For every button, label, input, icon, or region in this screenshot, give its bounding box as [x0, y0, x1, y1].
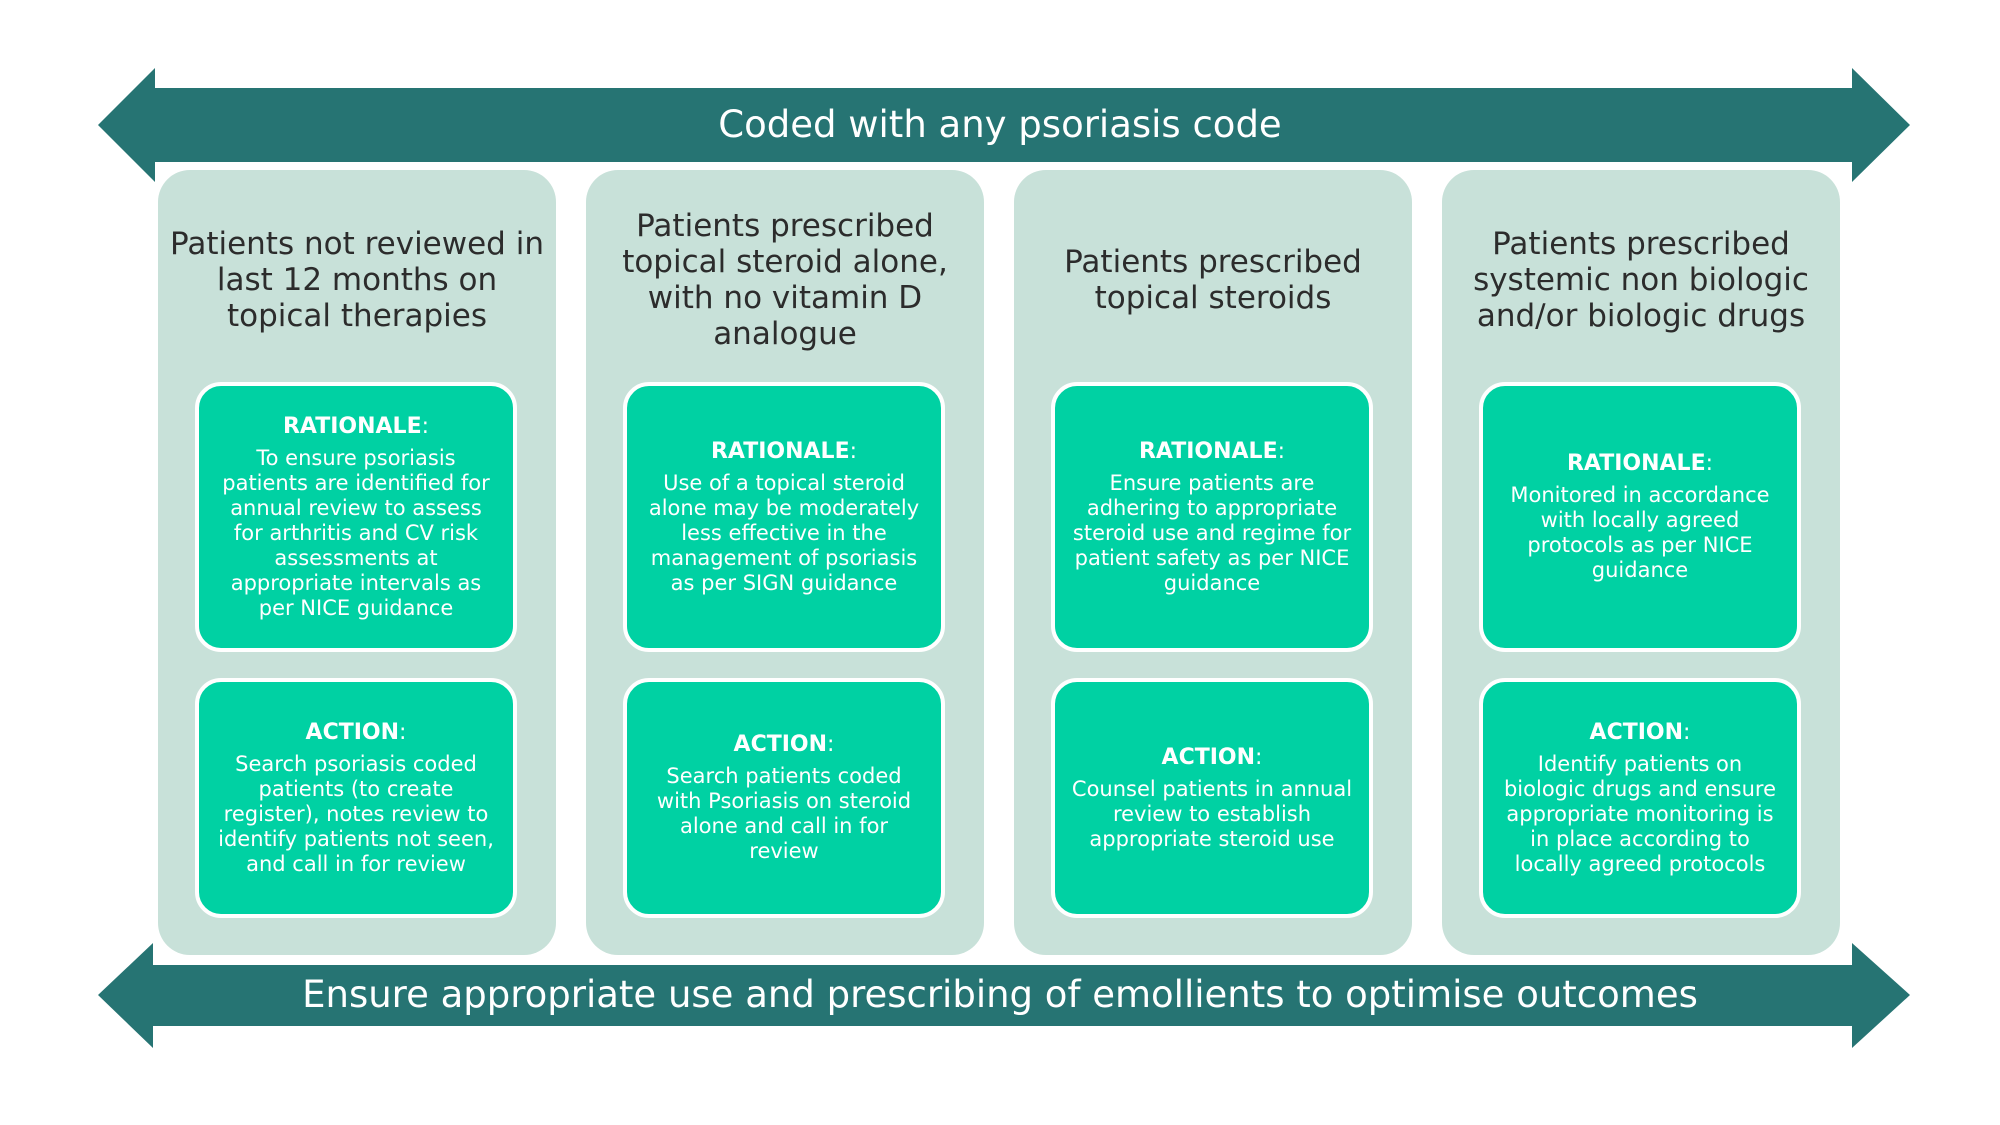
rationale-text: To ensure psoriasis patients are identif…	[222, 445, 490, 620]
top-arrow-polygon	[98, 68, 1910, 182]
rationale-card: RATIONALE: To ensure psoriasis patients …	[195, 382, 517, 652]
top-arrow-label: Coded with any psoriasis code	[718, 103, 1282, 146]
rationale-heading: RATIONALE	[710, 438, 850, 464]
rationale-heading: RATIONALE	[282, 413, 422, 439]
action-text: Identify patients on biologic drugs and …	[1503, 751, 1777, 876]
double-arrow-shape	[98, 68, 1910, 182]
action-text: Search psoriasis coded patients (to crea…	[218, 751, 494, 876]
rationale-text: Use of a topical steroid alone may be mo…	[648, 470, 920, 595]
action-card: ACTION: Identify patients on biologic dr…	[1479, 678, 1801, 918]
rationale-card: RATIONALE: Ensure patients are adhering …	[1051, 382, 1373, 652]
bottom-double-arrow: Ensure appropriate use and prescribing o…	[0, 935, 2000, 1065]
double-arrow-shape	[98, 943, 1910, 1048]
column-title: Patients not reviewed in last 12 months …	[170, 226, 544, 334]
rationale-heading: RATIONALE	[1138, 438, 1278, 464]
bottom-arrow-label: Ensure appropriate use and prescribing o…	[302, 973, 1698, 1016]
rationale-text: Ensure patients are adhering to appropri…	[1072, 470, 1352, 595]
action-text: Search patients coded with Psoriasis on …	[656, 764, 912, 863]
column-title: Patients prescribed topical steroids	[1064, 244, 1362, 316]
top-double-arrow: Coded with any psoriasis code	[0, 60, 2000, 190]
rationale-card: RATIONALE: Use of a topical steroid alon…	[623, 382, 945, 652]
rationale-text: Monitored in accordance with locally agr…	[1510, 483, 1770, 582]
bottom-arrow-polygon	[98, 943, 1910, 1048]
action-heading: ACTION	[1161, 744, 1256, 770]
action-heading: ACTION	[305, 719, 400, 745]
action-card: ACTION: Search psoriasis coded patients …	[195, 678, 517, 918]
action-text: Counsel patients in annual review to est…	[1071, 776, 1353, 851]
column-title: Patients prescribed systemic non biologi…	[1473, 226, 1809, 334]
action-card: ACTION: Counsel patients in annual revie…	[1051, 678, 1373, 918]
rationale-heading: RATIONALE	[1566, 451, 1706, 476]
column-topical-steroids: Patients prescribed topical steroids RAT…	[1014, 170, 1412, 955]
rationale-card: RATIONALE: Monitored in accordance with …	[1479, 382, 1801, 652]
action-heading: ACTION	[733, 732, 828, 757]
action-heading: ACTION	[1589, 719, 1684, 745]
column-systemic-biologic: Patients prescribed systemic non biologi…	[1442, 170, 1840, 955]
action-card: ACTION: Search patients coded with Psori…	[623, 678, 945, 918]
column-steroid-alone: Patients prescribed topical steroid alon…	[586, 170, 984, 955]
column-title: Patients prescribed topical steroid alon…	[622, 208, 948, 352]
column-not-reviewed: Patients not reviewed in last 12 months …	[158, 170, 556, 955]
